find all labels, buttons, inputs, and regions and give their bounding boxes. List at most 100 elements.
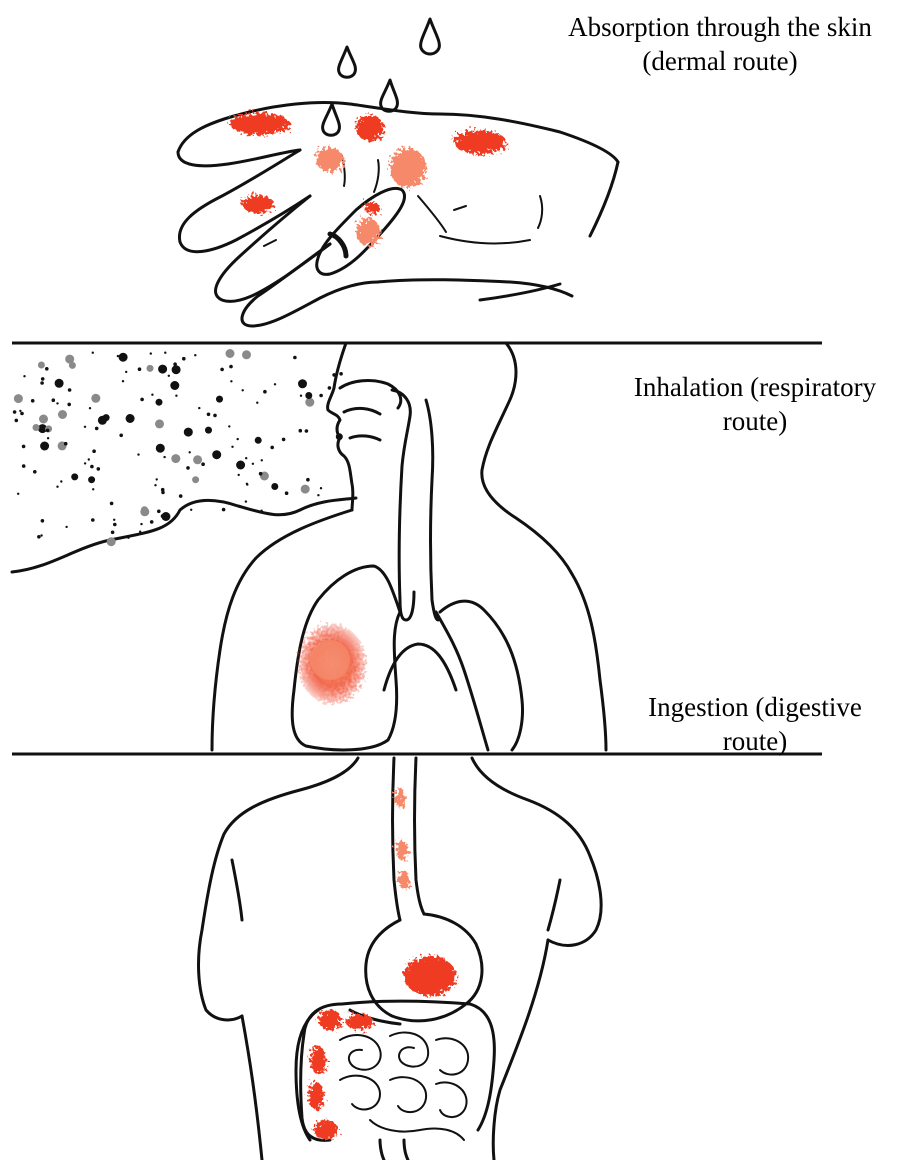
particle-cloud-icon — [12, 349, 356, 572]
particle — [228, 425, 230, 427]
particle — [242, 350, 251, 359]
particle — [212, 450, 221, 459]
particle — [198, 407, 200, 409]
particle — [55, 379, 64, 388]
particle — [305, 398, 314, 407]
particle — [163, 456, 165, 458]
particle — [182, 357, 186, 361]
particle — [119, 434, 123, 438]
skin-exposure-patches — [230, 113, 506, 246]
label-respiratory-line2: route) — [605, 404, 905, 438]
particle — [285, 491, 289, 495]
particle — [17, 493, 19, 495]
particle — [184, 428, 193, 437]
particle — [236, 461, 245, 470]
particle — [256, 402, 258, 404]
particle — [67, 403, 71, 407]
particle — [175, 395, 177, 397]
particle — [220, 368, 224, 372]
particle — [14, 394, 23, 403]
particle — [92, 352, 94, 354]
particle — [107, 537, 116, 546]
particle — [71, 473, 78, 480]
label-digestive-route: Ingestion (digestive route) — [610, 690, 900, 758]
particle — [245, 457, 247, 459]
particle — [45, 367, 49, 371]
particle — [164, 352, 166, 354]
particle — [22, 464, 26, 468]
particle — [147, 365, 154, 372]
particle — [156, 399, 163, 406]
particle — [252, 463, 254, 465]
label-dermal-route: Absorption through the skin (dermal rout… — [530, 10, 910, 78]
particle — [270, 446, 274, 450]
particle — [139, 531, 141, 533]
particle — [90, 465, 94, 469]
particle — [38, 362, 45, 369]
particle — [328, 386, 332, 390]
particle — [33, 470, 37, 474]
particle — [339, 372, 343, 376]
particle — [157, 510, 161, 514]
particle — [161, 488, 165, 492]
particle — [237, 438, 239, 440]
particle — [40, 534, 42, 536]
particle — [95, 427, 99, 431]
particle — [242, 389, 244, 391]
particle — [127, 537, 129, 539]
stomach-exposure — [404, 956, 456, 996]
particle — [69, 362, 76, 369]
particle — [13, 410, 17, 414]
intestine-exposure-patches — [308, 1010, 374, 1140]
airway-icon — [392, 390, 438, 620]
particle — [64, 442, 68, 446]
particle — [125, 371, 127, 373]
particle — [229, 365, 233, 369]
particle — [140, 398, 144, 402]
particle — [207, 413, 211, 417]
particle — [93, 395, 100, 402]
particle — [245, 500, 247, 502]
particle — [113, 523, 117, 527]
particle — [84, 462, 86, 464]
particle — [190, 509, 192, 511]
particle — [33, 424, 40, 431]
particle — [299, 429, 303, 433]
particle — [216, 396, 223, 403]
particle — [40, 381, 44, 385]
particle — [52, 398, 56, 402]
particle — [56, 486, 58, 488]
label-respiratory-route: Inhalation (respiratory route) — [605, 370, 905, 438]
particle — [138, 367, 142, 371]
particle — [193, 455, 202, 464]
particle — [60, 480, 62, 482]
particle — [161, 512, 170, 521]
particle — [110, 502, 114, 506]
particle — [230, 380, 232, 382]
particle — [205, 427, 212, 434]
particle — [47, 437, 49, 439]
particle — [89, 407, 91, 409]
label-digestive-line1: Ingestion (digestive — [610, 690, 900, 724]
particle — [201, 462, 205, 466]
particle — [113, 519, 115, 521]
particle — [20, 412, 24, 416]
particle — [246, 483, 248, 485]
digestive-panel — [199, 758, 602, 1160]
particle — [140, 523, 142, 525]
particle — [298, 379, 307, 388]
particle — [88, 476, 95, 483]
particle — [19, 410, 21, 412]
particle — [88, 458, 90, 460]
particle — [171, 454, 180, 463]
particle — [154, 484, 156, 486]
particle — [259, 472, 263, 476]
particle — [255, 437, 262, 444]
particle — [151, 394, 153, 396]
particle — [84, 426, 86, 428]
particle — [179, 494, 183, 498]
particle — [150, 352, 152, 354]
particle — [226, 349, 235, 358]
particle — [263, 390, 267, 394]
